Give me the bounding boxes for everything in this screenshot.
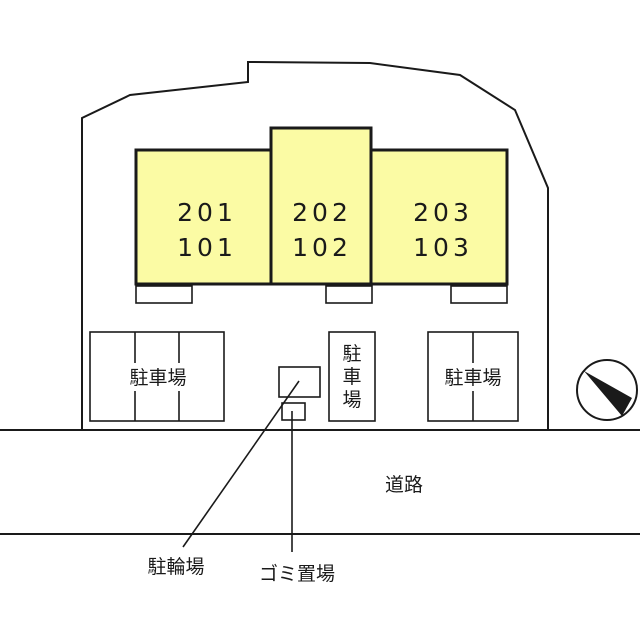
- unit-number-upper-left: 201: [177, 198, 237, 227]
- entrance-step-center: [325, 285, 373, 304]
- bicycle-parking-label: 駐輪場: [147, 556, 204, 578]
- garbage-area-box: [281, 402, 306, 421]
- unit-number-upper-right: 203: [413, 198, 473, 227]
- unit-block-left: [134, 148, 273, 286]
- bicycle-parking-box: [278, 366, 321, 398]
- unit-block-center: [269, 126, 373, 286]
- unit-number-lower-right: 103: [413, 233, 473, 262]
- property-boundary: [81, 60, 549, 430]
- parking-label-vertical-1: 駐: [342, 343, 361, 365]
- road-label: 道路: [385, 474, 423, 496]
- unit-number-lower-left: 101: [177, 233, 237, 262]
- unit-number-lower-center: 102: [292, 233, 352, 262]
- parking-area-left: 駐車場: [89, 331, 225, 422]
- parking-label-vertical-3: 場: [342, 389, 361, 411]
- bicycle-parking-leader: [182, 380, 300, 548]
- entrance-step-right: [450, 285, 508, 304]
- parking-area-right: 駐車場: [427, 331, 519, 422]
- parking-label-right: 駐車場: [444, 367, 501, 389]
- entrance-step-left: [135, 285, 193, 304]
- parking-label-vertical-2: 車: [342, 366, 361, 388]
- garbage-area-label: ゴミ置場: [259, 563, 335, 585]
- unit-block-right: [369, 148, 509, 286]
- parking-label-left: 駐車場: [129, 367, 186, 389]
- unit-number-upper-center: 202: [292, 198, 352, 227]
- parking-area-center: 駐 車 場: [328, 331, 376, 422]
- building: 201 101 202 102 203 103: [134, 126, 509, 286]
- compass-north-arrow-icon: [576, 359, 638, 421]
